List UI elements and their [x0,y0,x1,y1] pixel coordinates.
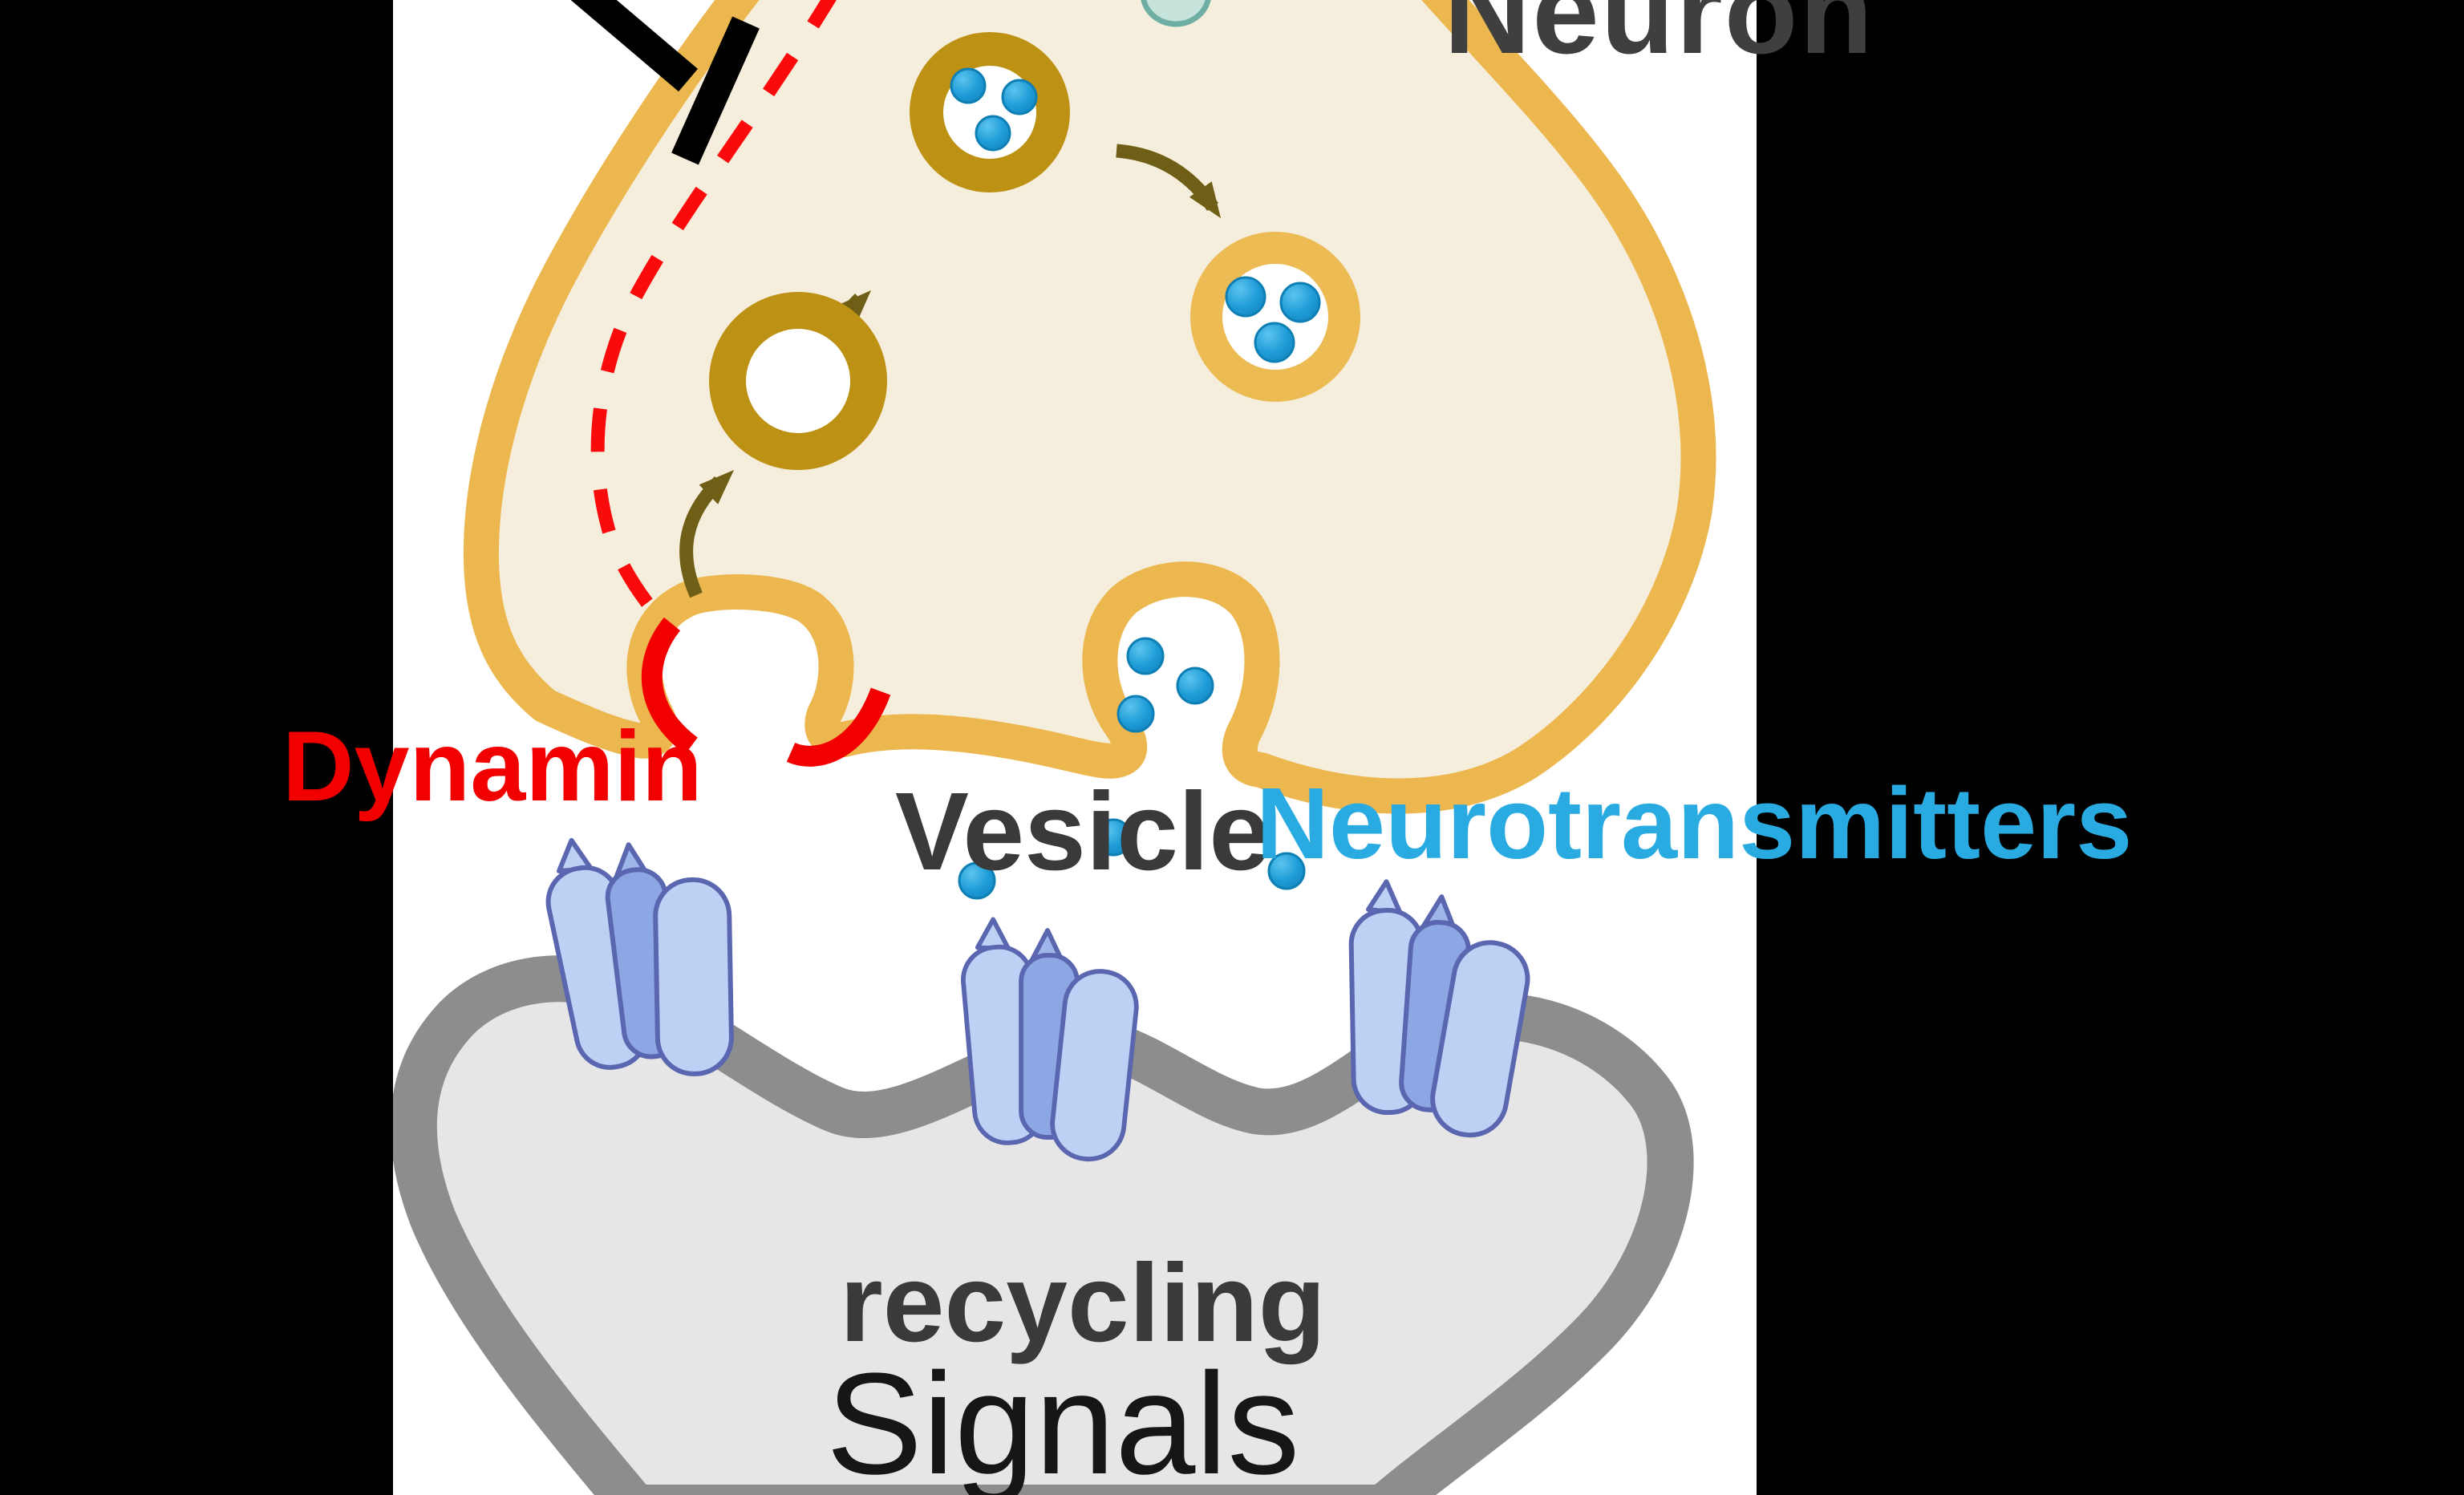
black-bar-left [0,0,393,1495]
neurotransmitter-dots [950,67,1321,900]
neuron-label: Neuron [1444,0,1874,79]
black-bar-right [1757,0,2464,1495]
dynamin-dashed-line [590,0,837,635]
vesicle-empty [709,292,887,470]
dynamin-label: Dynamin [282,711,703,822]
vesicle-recycling-line2: recycling [840,1241,1326,1365]
vesicle-top [910,32,1070,192]
dynamin-arc-right [786,687,891,767]
neurotransmitters-label: Neurotransmitters [1256,767,2133,880]
vesicle-right [1190,232,1360,402]
vesicle-recycling-line1: Vesicle [894,769,1271,893]
presynaptic-neuron [463,0,1716,814]
dynamin-arc-left [641,617,699,755]
signals-label: Signals [826,1343,1300,1495]
vesicle-recycling-label: Vesicle recycling [834,440,1331,1495]
inhibitor-tbar-icon [570,0,760,165]
organelle-dot [1141,0,1211,27]
